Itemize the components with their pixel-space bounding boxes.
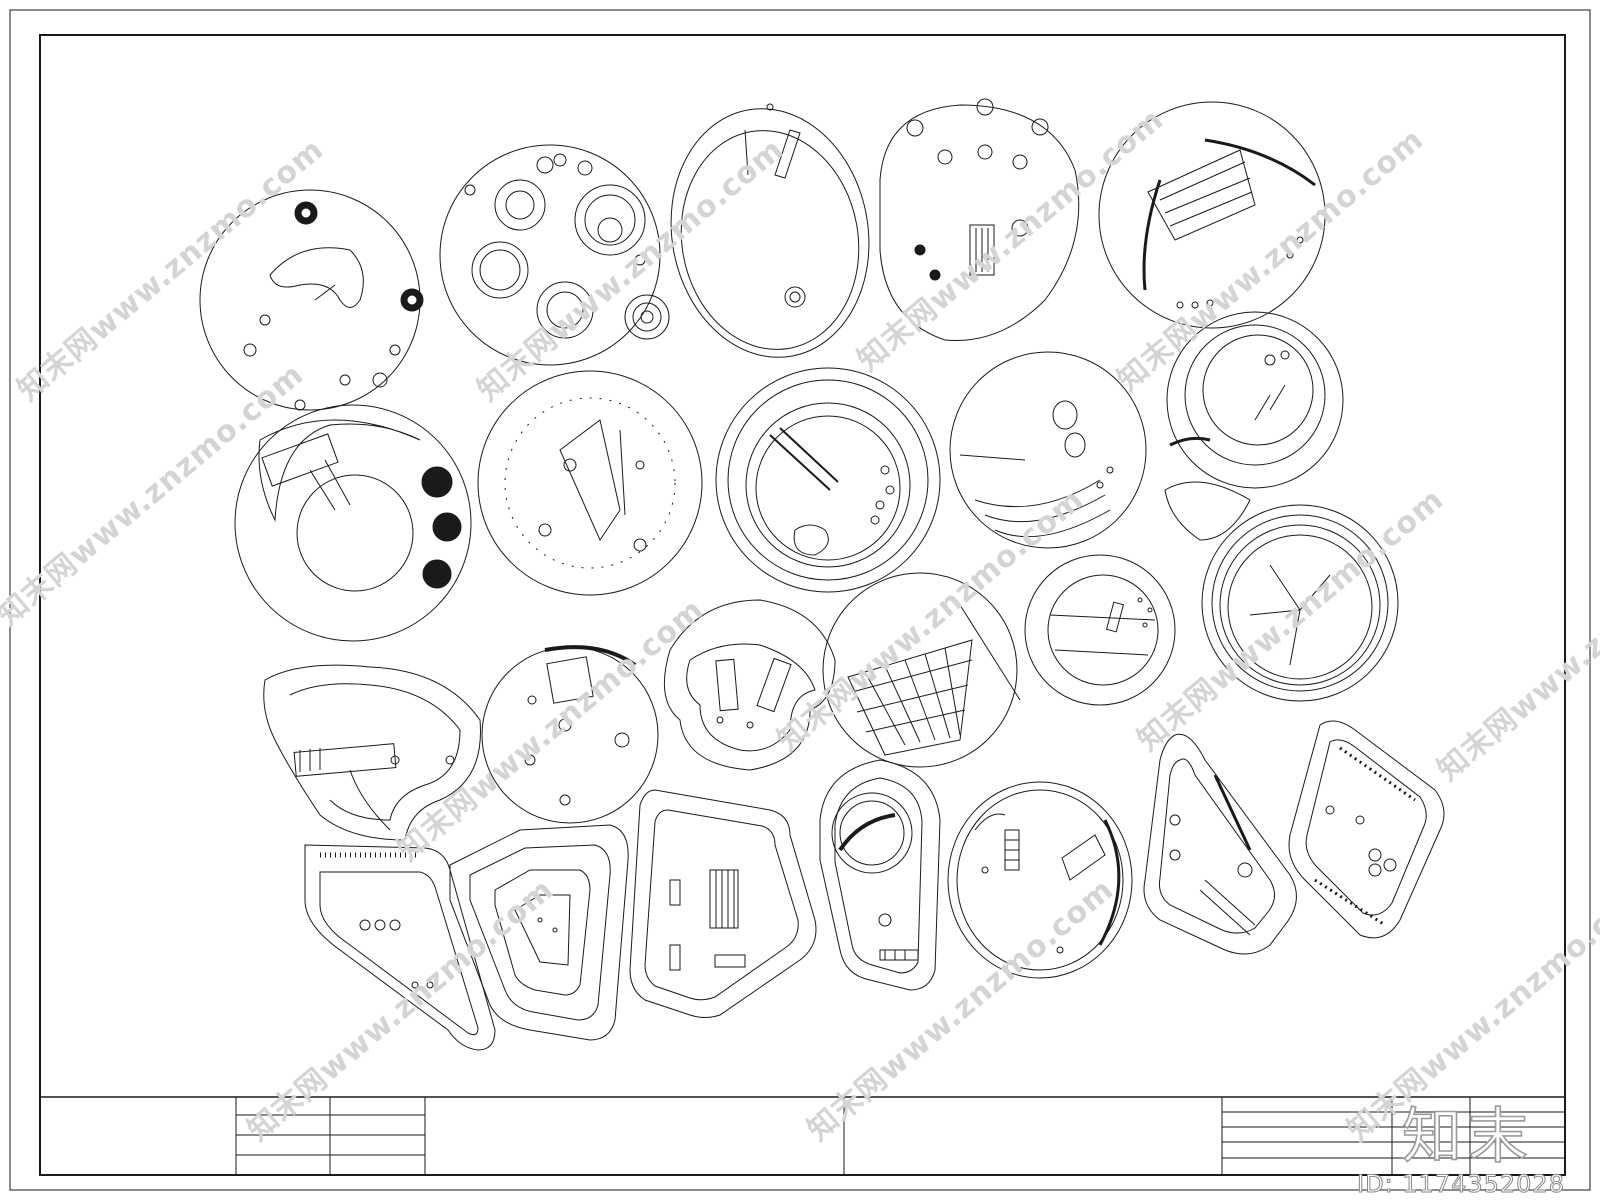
plan-15 — [1024, 554, 1176, 706]
plan-20 — [819, 759, 941, 991]
plan-03 — [670, 103, 870, 358]
image-id: ID: 1174352028 — [1357, 1170, 1565, 1199]
plan-08 — [715, 367, 941, 593]
plan-14 — [822, 572, 1021, 768]
plan-07 — [477, 370, 703, 596]
plan-06 — [234, 404, 472, 642]
plan-17 — [304, 844, 496, 1051]
title-block — [40, 1096, 1565, 1175]
plan-10 — [1164, 311, 1344, 541]
plan-23 — [1288, 720, 1445, 939]
plan-16 — [1201, 504, 1399, 702]
plan-01 — [199, 189, 424, 411]
plan-04 — [879, 98, 1080, 341]
plan-02 — [439, 144, 670, 366]
brand-logo: 知末 — [1401, 1101, 1534, 1173]
drawing-frame — [39, 34, 1566, 1176]
plan-18 — [449, 824, 629, 1041]
plan-12 — [481, 645, 659, 824]
plan-21 — [947, 781, 1133, 979]
plan-19 — [629, 789, 817, 1018]
plan-22 — [1143, 733, 1297, 955]
plan-11 — [263, 664, 481, 841]
plan-09 — [949, 351, 1147, 549]
plan-13 — [663, 599, 836, 771]
outer-border — [9, 9, 1591, 1191]
plan-05 — [1098, 101, 1326, 329]
